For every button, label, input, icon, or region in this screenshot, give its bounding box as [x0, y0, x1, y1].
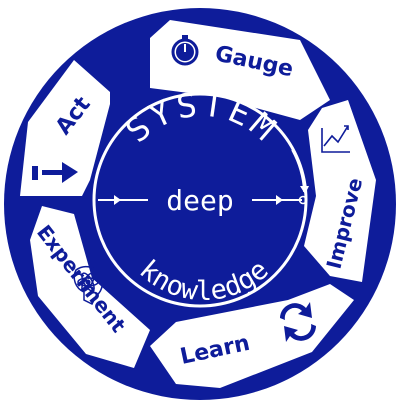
divider-arrowheads — [114, 195, 283, 205]
center-middle-word: deep — [166, 184, 233, 217]
stopwatch-icon — [171, 35, 199, 66]
atom-bulb-icon — [73, 265, 104, 306]
right-arc-arrowhead — [300, 186, 309, 194]
cycle-arrows-icon — [280, 302, 316, 342]
right-arrow-icon — [32, 162, 78, 183]
act-panel — [20, 60, 110, 196]
rising-chart-icon — [321, 125, 350, 153]
divider-end-dot — [298, 195, 308, 205]
